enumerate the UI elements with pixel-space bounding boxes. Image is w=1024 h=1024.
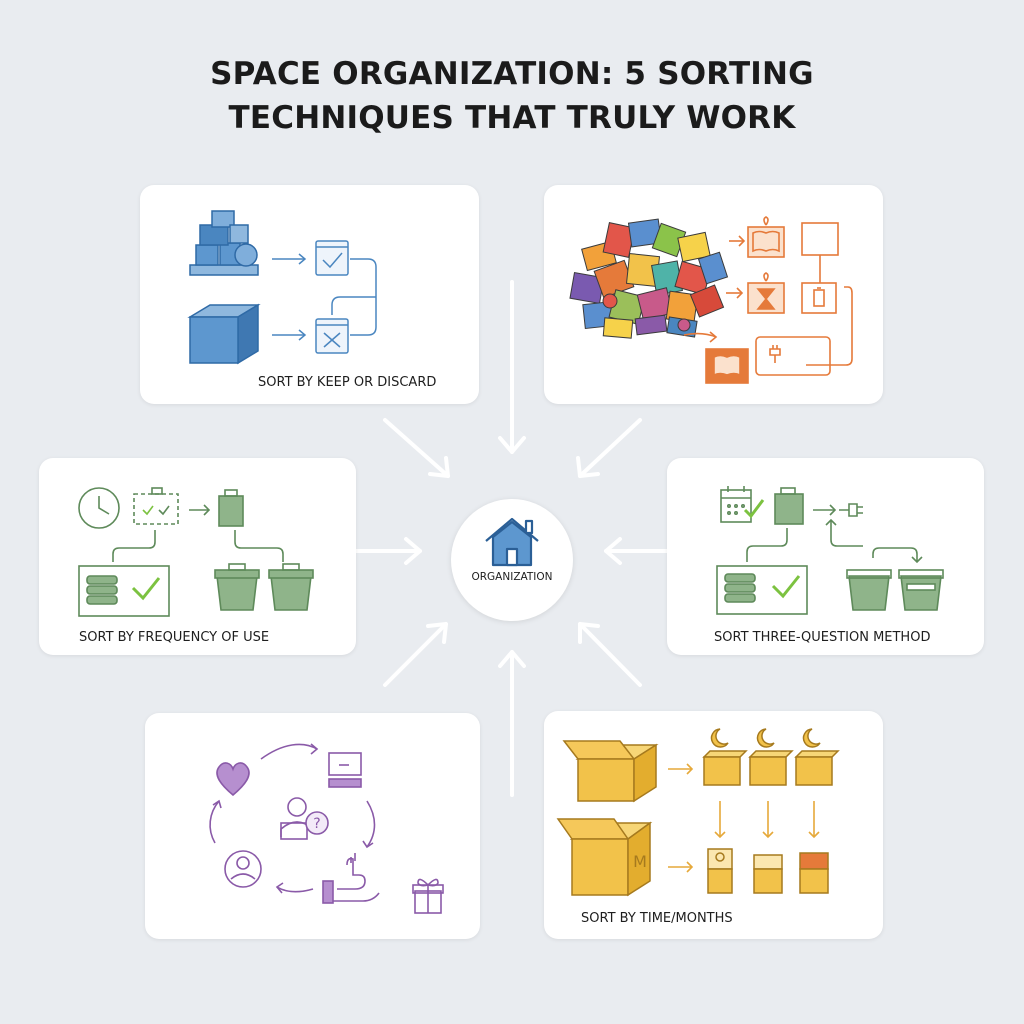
card-keep-or-discard: SORT BY KEEP OR DISCARD bbox=[140, 185, 479, 404]
arrow-right-icon bbox=[726, 287, 744, 299]
keep-check-box-icon bbox=[315, 240, 349, 276]
active-box-icon bbox=[78, 565, 170, 617]
card-label: SORT BY TIME/MONTHS bbox=[581, 911, 733, 926]
arrow-down-icon bbox=[808, 801, 820, 839]
discard-x-box-icon bbox=[315, 318, 349, 354]
arrow-right-icon bbox=[272, 253, 307, 265]
hourglass-box-icon bbox=[747, 272, 785, 314]
card-time-months: M bbox=[544, 711, 883, 939]
open-box-m-icon: M bbox=[556, 818, 653, 897]
storage-bin-icon bbox=[214, 563, 260, 611]
arrow-down-icon bbox=[714, 801, 726, 839]
arrow-right bbox=[604, 537, 669, 565]
return-arrow-icon bbox=[825, 518, 863, 547]
card-emotional-cycle: ? bbox=[145, 713, 480, 939]
emotional-illustration: ? bbox=[209, 743, 444, 914]
gift-icon bbox=[412, 878, 444, 914]
connector-line bbox=[806, 286, 853, 366]
svg-text:M: M bbox=[633, 852, 647, 871]
card-label: SORT BY FREQUENCY OF USE bbox=[79, 630, 270, 645]
storage-bin-icon bbox=[846, 569, 892, 611]
moon-box-icon bbox=[794, 728, 840, 786]
arrow-top-right bbox=[576, 418, 642, 478]
card-label: SORT THREE-QUESTION METHOD bbox=[714, 630, 931, 645]
calendar-box-icon bbox=[133, 487, 179, 525]
arrow-bottom bbox=[498, 650, 526, 797]
arrow-right-icon bbox=[272, 329, 307, 341]
card-frequency-of-use: SORT BY FREQUENCY OF USE bbox=[39, 458, 356, 655]
connector-line bbox=[746, 528, 788, 562]
arrow-right-icon bbox=[189, 504, 211, 516]
empty-box-icon bbox=[801, 222, 839, 256]
page-title: SPACE ORGANIZATION: 5 SORTING TECHNIQUES… bbox=[0, 52, 1024, 140]
three-question-illustration bbox=[716, 486, 944, 615]
plug-box-icon bbox=[755, 336, 831, 376]
plain-box-icon bbox=[187, 303, 261, 365]
open-box-icon bbox=[562, 740, 659, 803]
storage-bin-icon bbox=[898, 569, 944, 611]
time-months-illustration: M bbox=[556, 728, 840, 897]
monitor-icon bbox=[328, 752, 362, 788]
storage-bin-icon bbox=[268, 563, 314, 611]
person-question-icon: ? bbox=[280, 797, 329, 840]
arrow-right-icon bbox=[813, 504, 837, 516]
arrow-left bbox=[354, 537, 422, 565]
title-line-2: TECHNIQUES THAT TRULY WORK bbox=[228, 100, 796, 136]
connector-line bbox=[234, 530, 284, 562]
hand-giving-icon bbox=[322, 853, 380, 904]
connector-line bbox=[112, 530, 156, 562]
clock-icon bbox=[78, 487, 120, 529]
battery-box-icon bbox=[801, 282, 837, 314]
arrow-bottom-left bbox=[383, 622, 448, 687]
heart-icon bbox=[216, 762, 250, 797]
bag-icon bbox=[774, 487, 804, 525]
plug-icon bbox=[839, 503, 863, 517]
book-icon bbox=[747, 216, 785, 258]
title-line-1: SPACE ORGANIZATION: 5 SORTING bbox=[210, 56, 814, 92]
svg-text:?: ? bbox=[313, 816, 320, 832]
arrow-right-icon bbox=[668, 763, 694, 775]
labeled-box-icon bbox=[707, 848, 733, 894]
arrow-down-icon bbox=[762, 801, 774, 839]
card-categories bbox=[544, 185, 883, 404]
moon-box-icon bbox=[748, 728, 794, 786]
card-three-question-method: SORT THREE-QUESTION METHOD bbox=[667, 458, 984, 655]
arrow-bottom-right bbox=[578, 622, 642, 687]
house-icon bbox=[485, 517, 539, 567]
keep-discard-illustration bbox=[187, 210, 377, 365]
person-avatar-icon bbox=[224, 850, 262, 888]
organization-hub: ORGANIZATION bbox=[451, 499, 573, 621]
card-label: SORT BY KEEP OR DISCARD bbox=[258, 375, 437, 390]
connector-line bbox=[872, 547, 918, 562]
arrow-top bbox=[498, 280, 526, 454]
categories-illustration bbox=[569, 216, 853, 384]
arrow-right-icon bbox=[729, 235, 746, 247]
clutter-pile-icon bbox=[569, 218, 729, 339]
calendar-icon bbox=[720, 486, 765, 523]
stacked-boxes-icon bbox=[189, 210, 259, 276]
active-box-icon bbox=[716, 565, 808, 615]
labeled-box-icon bbox=[753, 854, 783, 894]
connector-line bbox=[331, 296, 376, 315]
frequency-illustration bbox=[78, 487, 314, 617]
arrow-right-icon bbox=[668, 861, 694, 873]
hub-label: ORGANIZATION bbox=[471, 571, 553, 583]
cycle-arrows-icon bbox=[209, 743, 376, 894]
open-book-icon bbox=[683, 331, 749, 384]
arrow-top-left bbox=[383, 418, 450, 478]
arrowhead-icon bbox=[911, 556, 923, 564]
moon-box-icon bbox=[702, 728, 748, 786]
bag-icon bbox=[218, 489, 244, 527]
labeled-box-icon bbox=[799, 852, 829, 894]
